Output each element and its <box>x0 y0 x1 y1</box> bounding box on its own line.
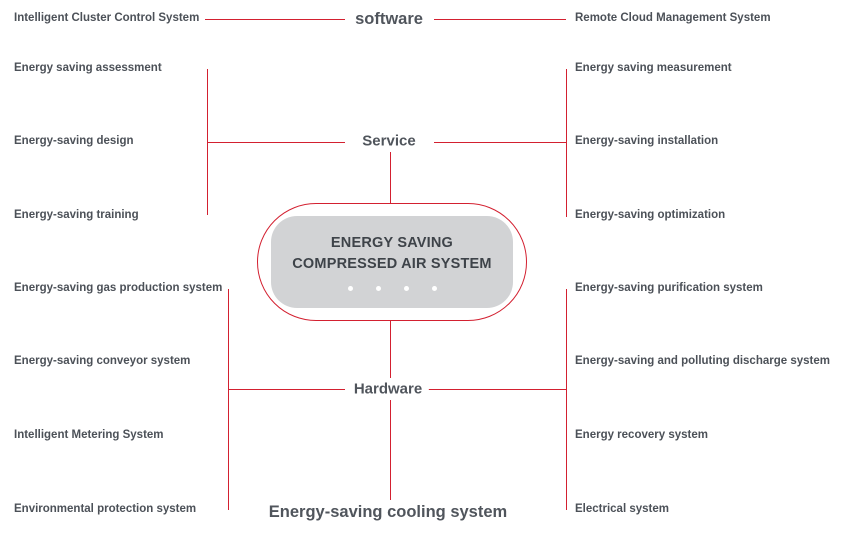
category-cooling[interactable]: Energy-saving cooling system <box>261 504 515 521</box>
dot-icon <box>403 286 409 292</box>
spine-hardware-left <box>228 289 229 510</box>
center-node-title: ENERGY SAVING COMPRESSED AIR SYSTEM <box>292 234 492 272</box>
center-node-dots <box>347 286 437 292</box>
stem-service-to-center <box>390 152 391 207</box>
leaf-hardware-left-3[interactable]: Environmental protection system <box>14 503 197 515</box>
leaf-software-left-0[interactable]: Intelligent Cluster Control System <box>14 12 200 24</box>
spine-service-right <box>566 69 567 217</box>
connector-hardware-left <box>228 389 345 390</box>
connector-service-right <box>434 142 567 143</box>
category-service[interactable]: Service <box>355 133 423 149</box>
leaf-hardware-left-0[interactable]: Energy-saving gas production system <box>14 282 223 294</box>
stem-hardware-to-cooling <box>390 400 391 500</box>
leaf-service-right-1[interactable]: Energy-saving installation <box>575 135 719 147</box>
leaf-hardware-left-2[interactable]: Intelligent Metering System <box>14 429 164 441</box>
leaf-service-left-0[interactable]: Energy saving assessment <box>14 62 162 74</box>
connector-software-left <box>205 19 345 20</box>
connector-hardware-right <box>428 389 567 390</box>
leaf-hardware-right-1[interactable]: Energy-saving and polluting discharge sy… <box>575 355 830 367</box>
category-software[interactable]: software <box>348 11 430 28</box>
leaf-service-right-2[interactable]: Energy-saving optimization <box>575 209 726 221</box>
connector-software-right <box>434 19 566 20</box>
leaf-hardware-left-1[interactable]: Energy-saving conveyor system <box>14 355 191 367</box>
leaf-hardware-right-3[interactable]: Electrical system <box>575 503 669 515</box>
leaf-hardware-right-2[interactable]: Energy recovery system <box>575 429 708 441</box>
stem-center-to-hardware <box>390 318 391 378</box>
dot-icon <box>375 286 381 292</box>
dot-icon <box>347 286 353 292</box>
leaf-service-left-2[interactable]: Energy-saving training <box>14 209 139 221</box>
leaf-software-right-0[interactable]: Remote Cloud Management System <box>575 12 771 24</box>
spine-hardware-right <box>566 289 567 510</box>
center-node[interactable]: ENERGY SAVING COMPRESSED AIR SYSTEM <box>271 216 513 308</box>
leaf-service-left-1[interactable]: Energy-saving design <box>14 135 134 147</box>
leaf-service-right-0[interactable]: Energy saving measurement <box>575 62 732 74</box>
leaf-hardware-right-0[interactable]: Energy-saving purification system <box>575 282 763 294</box>
dot-icon <box>431 286 437 292</box>
connector-service-left <box>207 142 345 143</box>
category-hardware[interactable]: Hardware <box>346 381 430 397</box>
